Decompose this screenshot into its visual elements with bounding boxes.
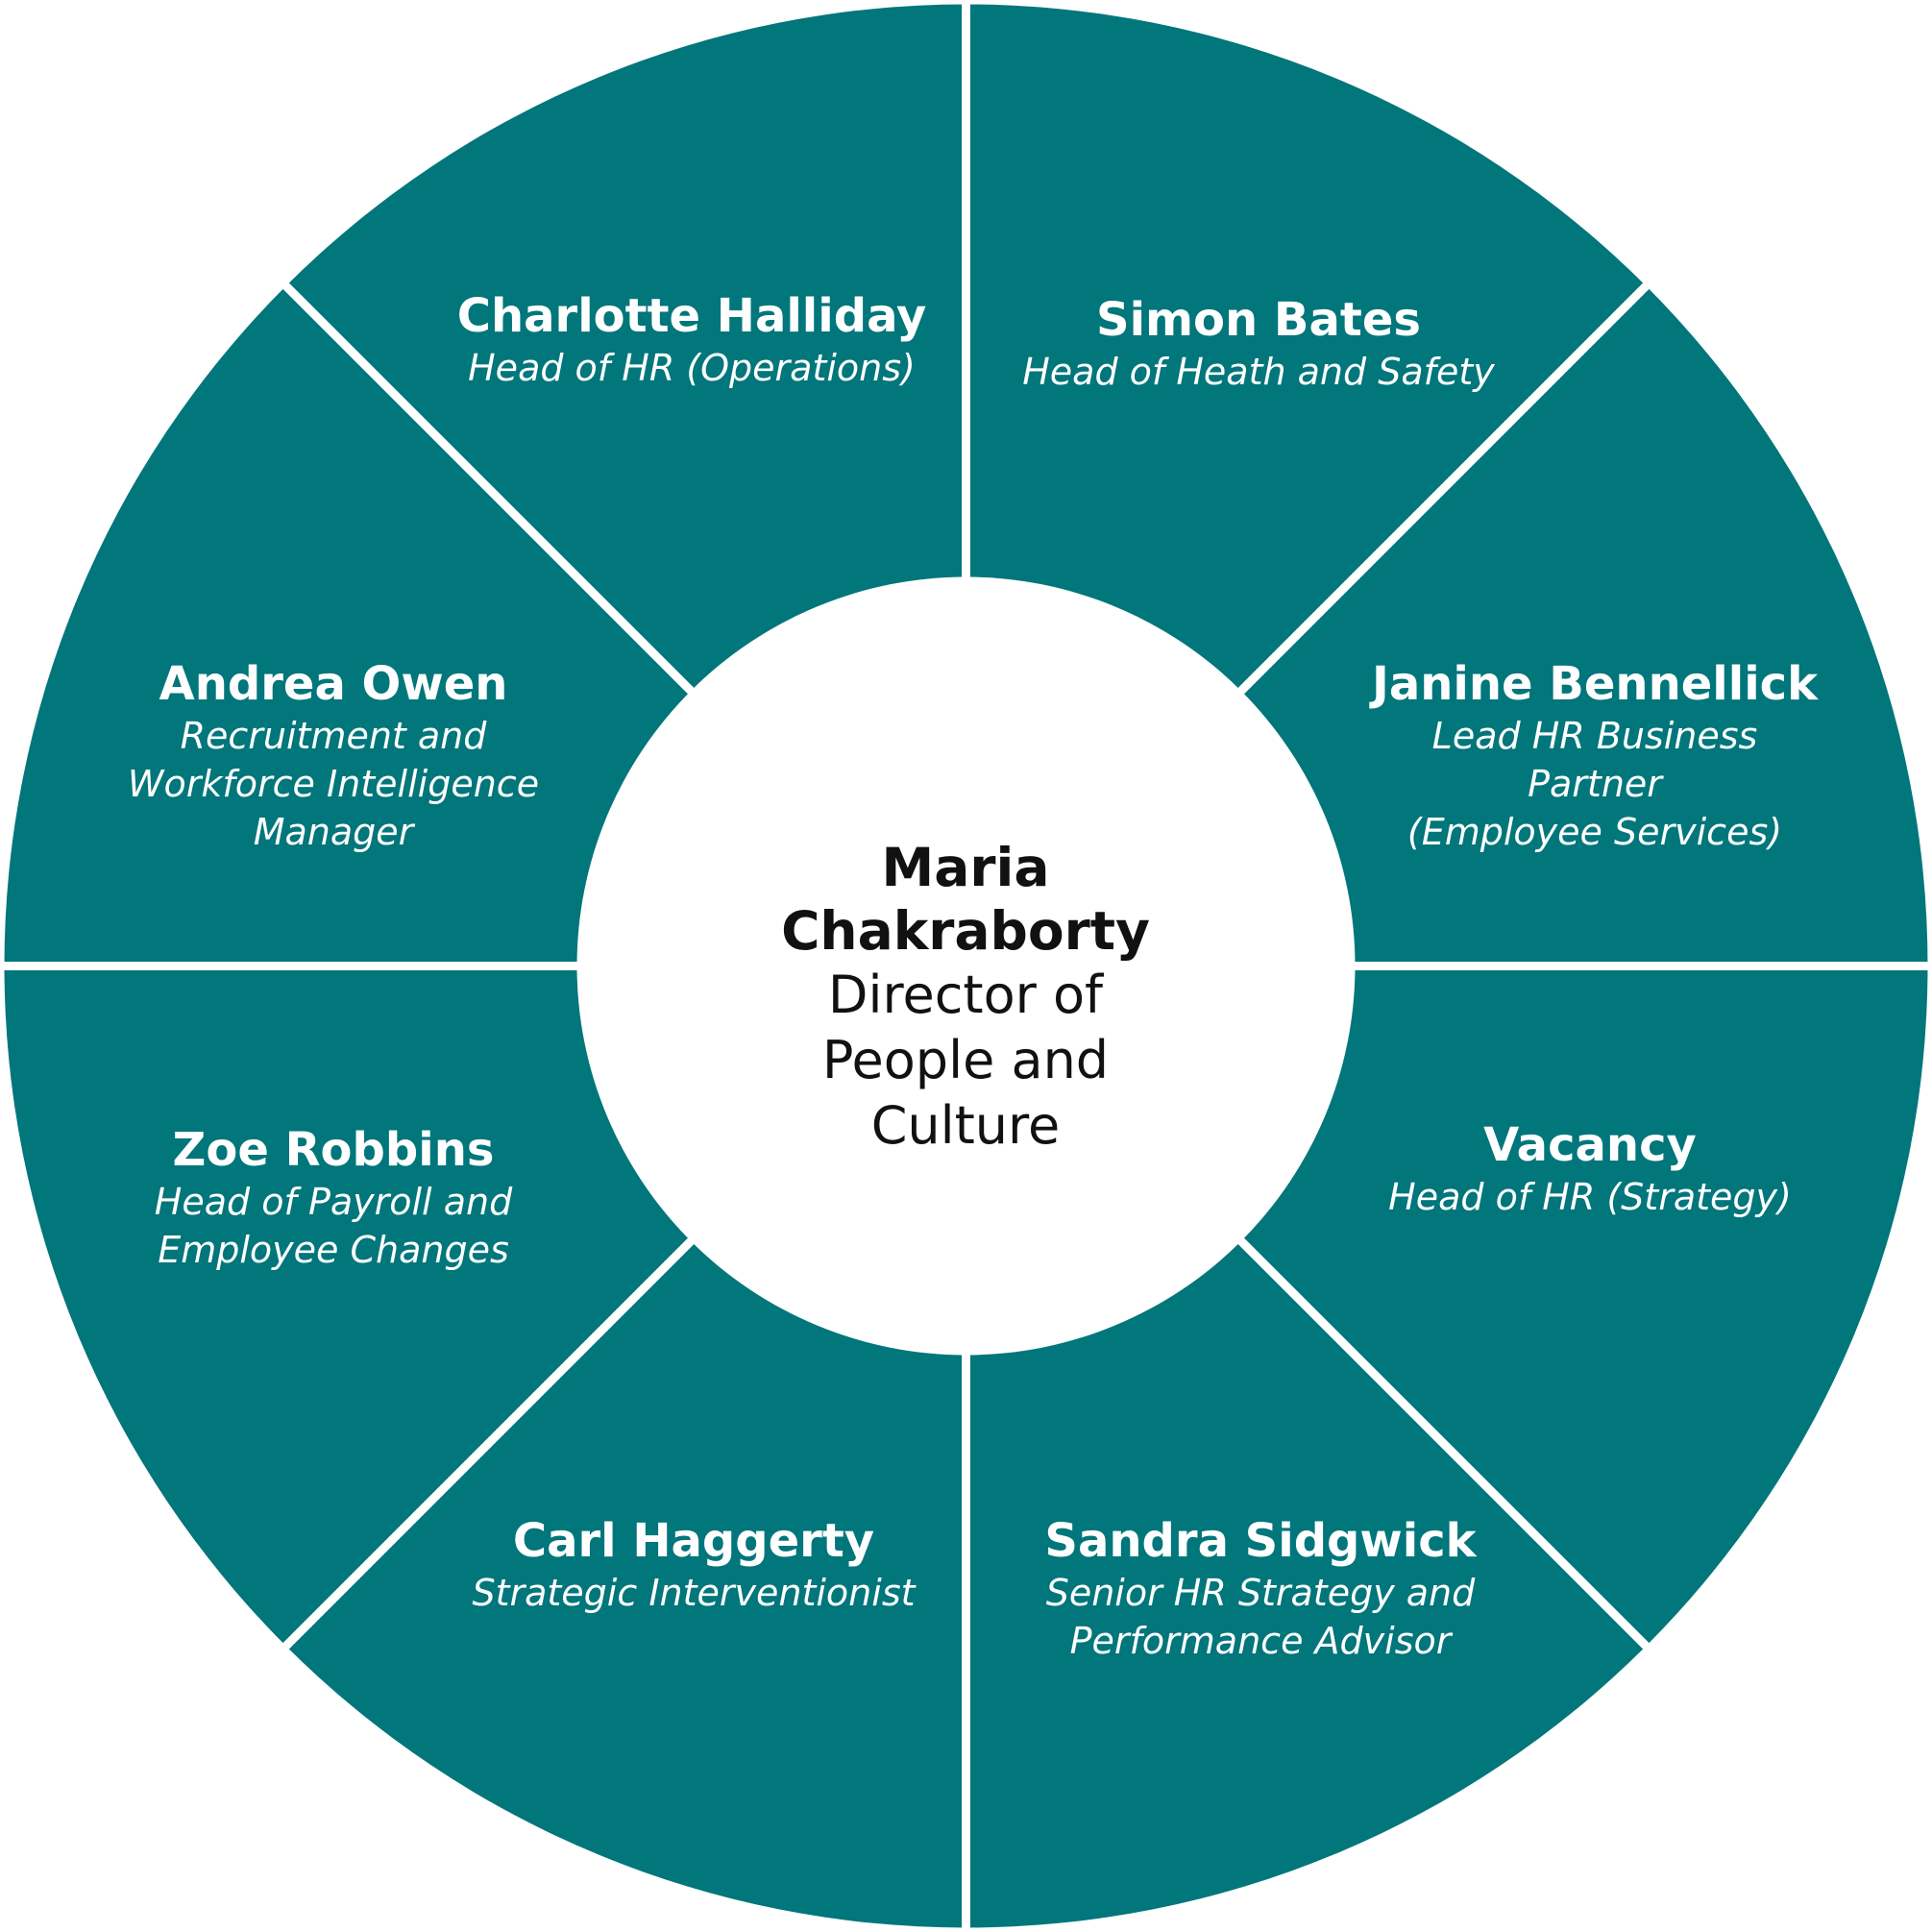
segment-role: Head of Payroll and bbox=[154, 1181, 513, 1223]
center-name: Maria Chakraborty bbox=[781, 837, 1150, 962]
segment-zoe-robbins: Zoe Robbins Head of Payroll and Employee… bbox=[36, 1122, 631, 1274]
segment-role: (Employee Services) bbox=[1406, 811, 1783, 853]
center-title-line: People and bbox=[821, 1030, 1110, 1090]
segment-vacancy: Vacancy Head of HR (Strategy) bbox=[1292, 1117, 1888, 1221]
segment-role: Lead HR Business bbox=[1431, 715, 1758, 757]
segment-name: Carl Haggerty bbox=[512, 1514, 875, 1568]
segment-role: Partner bbox=[1528, 763, 1662, 805]
segment-name: Charlotte Halliday bbox=[456, 289, 927, 343]
segment-role: Strategic Interventionist bbox=[472, 1572, 916, 1614]
segment-role: Head of Heath and Safety bbox=[1022, 351, 1495, 393]
segment-name: Simon Bates bbox=[1096, 293, 1421, 347]
segment-role: Head of HR (Strategy) bbox=[1388, 1176, 1792, 1218]
center-circle bbox=[576, 576, 1356, 1356]
segment-role: Recruitment and bbox=[180, 715, 487, 757]
segment-name: Vacancy bbox=[1483, 1118, 1697, 1172]
segment-simon-bates: Simon Bates Head of Heath and Safety bbox=[961, 292, 1556, 396]
segment-andrea-owen: Andrea Owen Recruitment and Workforce In… bbox=[36, 656, 631, 856]
segment-name: Sandra Sidgwick bbox=[1044, 1514, 1477, 1568]
segment-carl-haggerty: Carl Haggerty Strategic Interventionist bbox=[396, 1513, 991, 1617]
segment-name: Andrea Owen bbox=[159, 657, 508, 711]
segment-charlotte-halliday: Charlotte Halliday Head of HR (Operation… bbox=[394, 288, 990, 392]
segment-role: Head of HR (Operations) bbox=[468, 347, 916, 389]
segment-role: Employee Changes bbox=[158, 1229, 509, 1271]
segment-role: Workforce Intelligence bbox=[127, 763, 540, 805]
segment-name: Zoe Robbins bbox=[172, 1123, 495, 1177]
segment-sandra-sidgwick: Sandra Sidgwick Senior HR Strategy and P… bbox=[963, 1513, 1558, 1665]
segment-role: Senior HR Strategy and bbox=[1045, 1572, 1476, 1614]
center-title-line: Culture bbox=[870, 1095, 1061, 1156]
segment-role: Manager bbox=[253, 811, 414, 853]
segment-role: Performance Advisor bbox=[1069, 1620, 1452, 1662]
center-person: Maria Chakraborty Director of People and… bbox=[697, 836, 1235, 1159]
segment-name: Janine Bennellick bbox=[1371, 657, 1819, 711]
segment-janine-bennellick: Janine Bennellick Lead HR Business Partn… bbox=[1297, 656, 1893, 856]
center-title-line: Director of bbox=[827, 965, 1104, 1025]
